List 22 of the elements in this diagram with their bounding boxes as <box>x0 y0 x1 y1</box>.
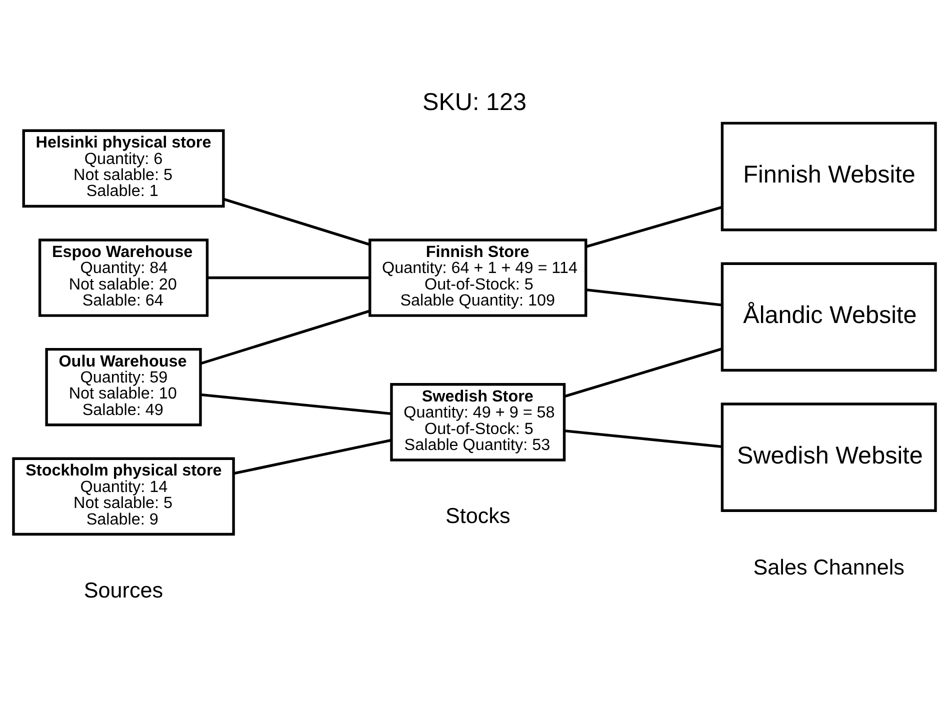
diagram-title: SKU: 123 <box>422 89 526 116</box>
label: Sources <box>84 577 164 602</box>
connector <box>233 438 392 475</box>
node-box: Ålandic Website <box>720 262 937 372</box>
connector <box>586 206 722 248</box>
label: Sales Channels <box>753 554 904 580</box>
node-box: Helsinki physical store Quantity: 6 Not salable: 5 Salable: 1 <box>22 129 225 208</box>
node-box: Finnish Website <box>720 122 937 232</box>
node-box: Swedish Store Quantity: 49 + 9 = 58 Out-of-Stock: 5 Salable Quantity: 53 <box>390 383 566 462</box>
connector <box>586 288 722 306</box>
connector <box>564 429 722 448</box>
node-box: Finnish Store Quantity: 64 + 1 + 49 = 114 Out-of-Stock: 5 Salable Quantity: 109 <box>368 238 588 317</box>
node-box: Espoo Warehouse Quantity: 84 Not salable: 20 Salable: 64 <box>38 238 209 317</box>
label: Stocks <box>445 503 510 528</box>
node-box: Swedish Website <box>720 402 937 512</box>
node-box: Stockholm physical store Quantity: 14 Not salable: 5 Salable: 9 <box>12 457 235 536</box>
connector <box>223 198 370 246</box>
node-box: Oulu Warehouse Quantity: 59 Not salable: 10 Salable: 49 <box>45 348 202 426</box>
connector <box>200 393 392 415</box>
connector <box>200 310 370 365</box>
connector <box>564 348 722 398</box>
connector <box>207 276 370 280</box>
